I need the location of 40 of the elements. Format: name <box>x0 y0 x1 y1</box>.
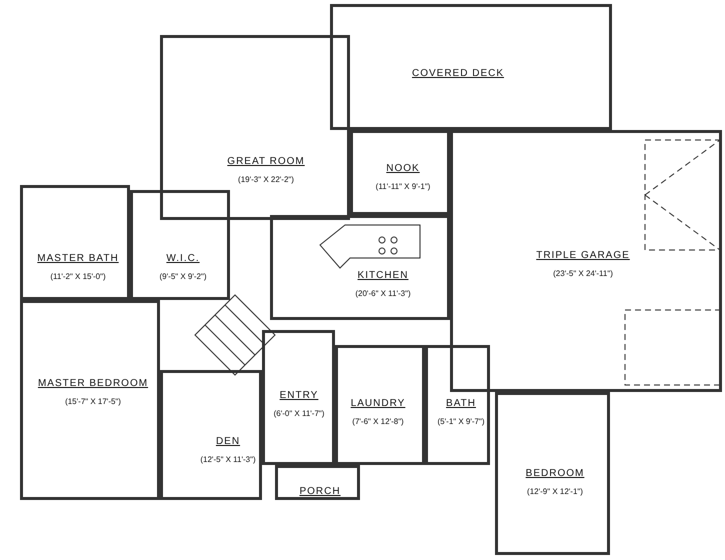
room-outline <box>130 190 230 300</box>
room-dimensions: (11'-11" X 9'-1") <box>376 182 430 191</box>
room-dimensions: (23'-5" X 24'-11") <box>553 269 613 278</box>
room-outline <box>495 392 610 555</box>
room-outline <box>330 4 612 130</box>
room-name: KITCHEN <box>358 270 408 281</box>
room-dimensions: (6'-0" X 11'-7") <box>274 409 324 418</box>
room-name: MASTER BEDROOM <box>38 378 148 389</box>
room-name: DEN <box>216 436 240 447</box>
room-dimensions: (19'-3" X 22'-2") <box>238 175 294 184</box>
room-name: W.I.C. <box>166 253 200 264</box>
room-name: COVERED DECK <box>412 68 504 79</box>
room-outline <box>262 330 335 465</box>
room-dimensions: (20'-6" X 11'-3") <box>355 289 411 298</box>
room-dimensions: (9'-5" X 9'-2") <box>160 272 206 281</box>
room-dimensions: (5'-1" X 9'-7") <box>438 417 484 426</box>
room-name: BEDROOM <box>526 468 584 479</box>
room-name: TRIPLE GARAGE <box>536 250 630 261</box>
room-outline <box>160 370 262 500</box>
room-name: BATH <box>446 398 476 409</box>
room-name: GREAT ROOM <box>227 156 305 167</box>
room-name: PORCH <box>299 486 341 497</box>
room-name: ENTRY <box>280 390 318 401</box>
room-outline <box>350 130 450 215</box>
room-outline <box>160 35 350 220</box>
room-outline <box>335 345 425 465</box>
room-outline <box>425 345 490 465</box>
room-outline <box>270 215 450 320</box>
room-outline <box>20 185 130 300</box>
room-outline <box>450 130 722 392</box>
room-name: NOOK <box>386 163 420 174</box>
room-dimensions: (11'-2" X 15'-0") <box>50 272 106 281</box>
room-outline <box>275 465 360 500</box>
room-name: MASTER BATH <box>37 253 119 264</box>
room-dimensions: (12'-5" X 11'-3") <box>200 455 256 464</box>
room-dimensions: (15'-7" X 17'-5") <box>65 397 121 406</box>
room-dimensions: (7'-6" X 12'-8") <box>352 417 404 426</box>
room-dimensions: (12'-9" X 12'-1") <box>527 487 583 496</box>
room-outline <box>20 300 160 500</box>
room-name: LAUNDRY <box>350 398 406 409</box>
